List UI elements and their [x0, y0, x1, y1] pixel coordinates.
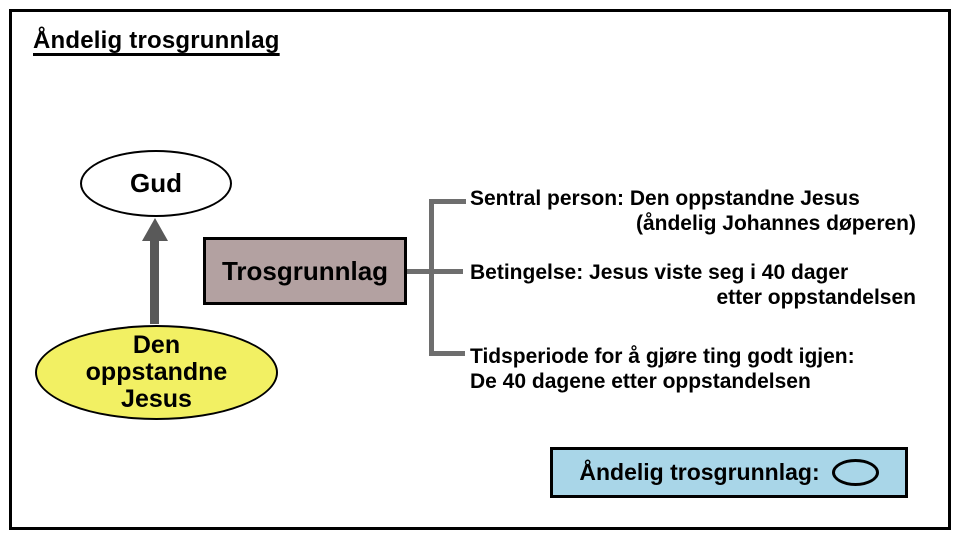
up-arrow-shaft — [150, 239, 159, 324]
ellipse-outline-icon — [831, 459, 879, 486]
trosgrunnlag-label: Trosgrunnlag — [221, 255, 389, 286]
gud-label: Gud — [130, 168, 182, 198]
detail-item-sentral-person: Sentral person: Den oppstandne Jesus (ån… — [470, 186, 916, 236]
bracket-vertical-line — [429, 199, 434, 356]
detail-tidsperiode-line2: De 40 dagene etter oppstandelsen — [470, 370, 811, 393]
jesus-label-line1: Den — [132, 331, 181, 359]
jesus-ellipse-node: Den oppstandne Jesus — [35, 325, 278, 420]
legend-label: Åndelig trosgrunnlag: — [579, 459, 820, 485]
up-arrow-head-icon — [142, 218, 168, 241]
detail-sentral-person-line1: Sentral person: Den oppstandne Jesus — [470, 187, 860, 210]
jesus-label-line3: Jesus — [121, 385, 192, 413]
bracket-middle-connector-line — [407, 269, 463, 274]
detail-tidsperiode-line1: Tidsperiode for å gjøre ting godt igjen: — [470, 345, 855, 368]
legend-box: Åndelig trosgrunnlag: — [550, 447, 908, 498]
slide-title: Åndelig trosgrunnlag — [33, 27, 280, 54]
gud-ellipse-node: Gud — [80, 150, 232, 217]
detail-betingelse-line2: etter oppstandelsen — [716, 286, 916, 309]
detail-betingelse-line1: Betingelse: Jesus viste seg i 40 dager — [470, 261, 849, 284]
bracket-top-stub-line — [432, 199, 466, 204]
detail-item-betingelse: Betingelse: Jesus viste seg i 40 dager e… — [470, 260, 916, 310]
jesus-label-line2: oppstandne — [85, 358, 228, 386]
detail-sentral-person-line2: (åndelig Johannes døperen) — [635, 212, 916, 235]
slide-border-frame — [9, 9, 951, 530]
trosgrunnlag-box-node: Trosgrunnlag — [203, 237, 407, 305]
detail-item-tidsperiode: Tidsperiode for å gjøre ting godt igjen:… — [470, 344, 916, 394]
bracket-bottom-stub-line — [432, 351, 465, 356]
